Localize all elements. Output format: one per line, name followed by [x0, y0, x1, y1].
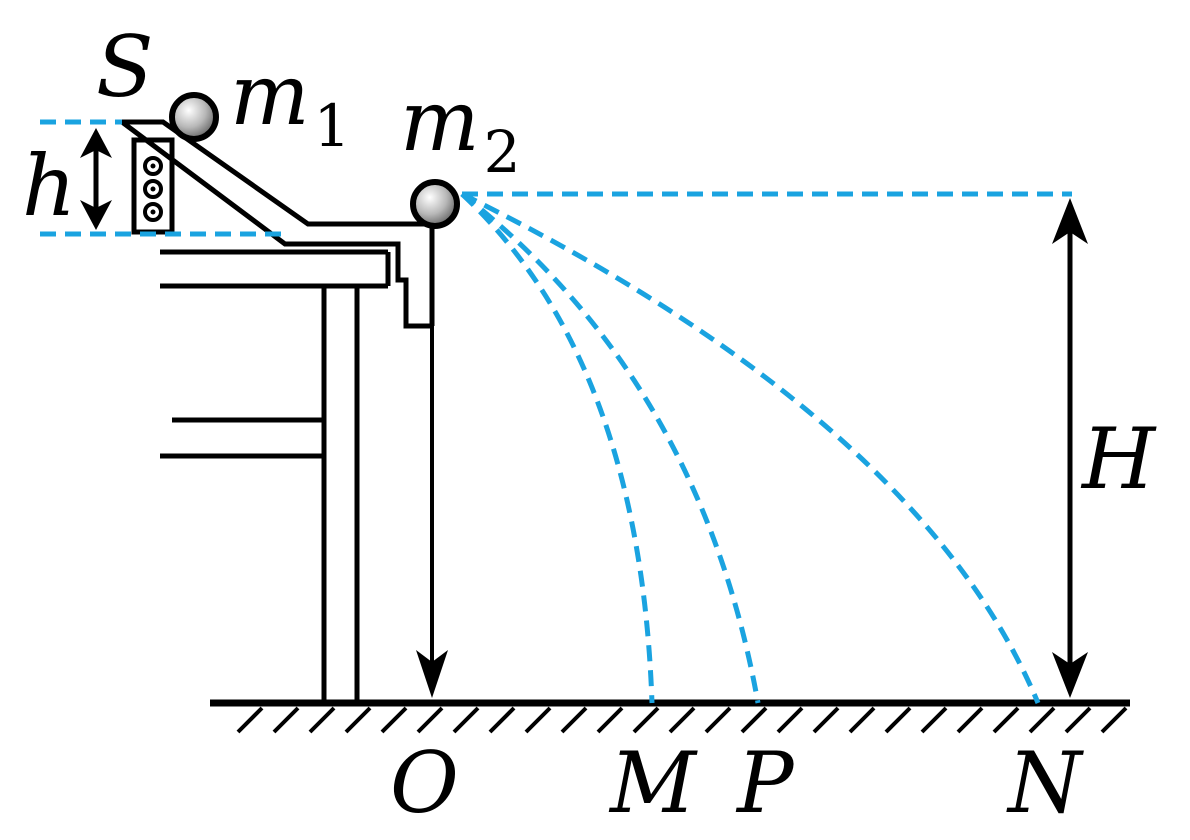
ground-hatching: [236, 706, 1128, 734]
roller-balls: [143, 156, 163, 222]
H-double-arrow: [1052, 198, 1088, 698]
h-double-arrow: [80, 128, 112, 230]
label-m1: m1: [230, 46, 351, 160]
height-h-guides: [40, 119, 282, 237]
trajectory-to-P: [460, 192, 761, 704]
ball-m2: [410, 179, 460, 229]
ground: [210, 699, 1130, 734]
ball-m1: [169, 92, 219, 142]
track-top-edge: [122, 119, 432, 227]
label-M: M: [608, 734, 698, 832]
label-O: O: [390, 734, 459, 832]
trajectory-to-N: [460, 191, 1041, 704]
label-h: h: [22, 137, 76, 235]
label-m2: m2: [400, 72, 521, 186]
plumb-line-arrowhead: [416, 650, 448, 698]
trajectories: [460, 191, 1041, 704]
track-bottom-edge: [120, 119, 432, 329]
table-stand: [160, 249, 391, 703]
label-P: P: [735, 734, 795, 832]
incline-track: [120, 119, 435, 329]
label-H: H: [1080, 410, 1157, 508]
label-S: S: [96, 18, 154, 116]
trajectory-to-M: [460, 192, 655, 704]
label-N: N: [1006, 734, 1084, 832]
